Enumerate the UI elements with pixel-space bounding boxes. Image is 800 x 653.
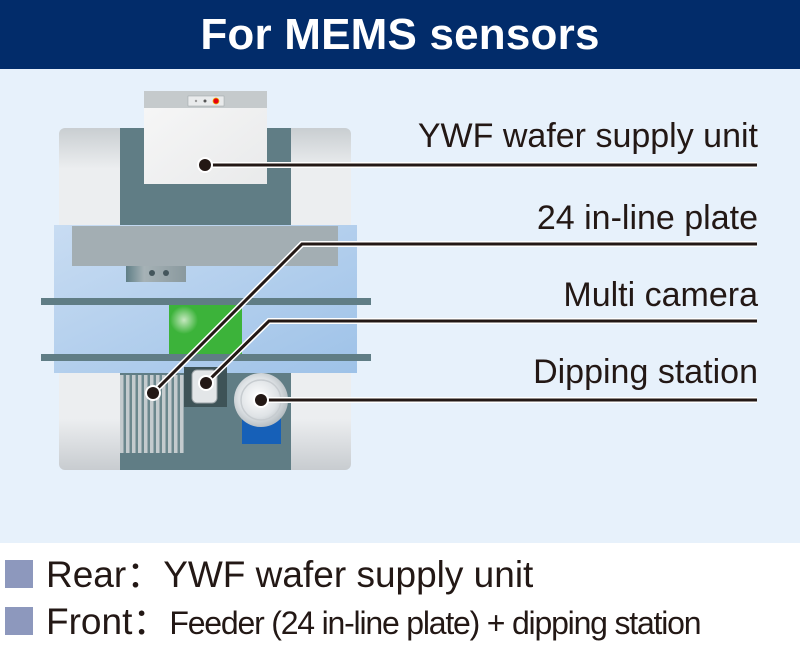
legend-square-icon (5, 560, 33, 588)
leader-line-dipping-station (253, 392, 757, 408)
leader-line-multi-camera (198, 318, 757, 391)
leader-line-wafer-supply (197, 157, 757, 173)
indicator-dot (203, 99, 207, 103)
legend-key: Rear (46, 554, 127, 595)
legend-item-rear: Rear：YWF wafer supply unit (0, 556, 800, 606)
head-dot (149, 270, 155, 276)
legend-separator: ： (126, 554, 164, 595)
gantry-beam (72, 226, 338, 266)
pcb-glow (170, 306, 198, 334)
page-title-banner: For MEMS sensors (0, 0, 800, 69)
callout-label-dipping-station: Dipping station (533, 353, 758, 391)
callout-label-multi-camera: Multi camera (563, 276, 758, 314)
head-block (126, 266, 186, 282)
legend-value: Feeder (24 in-line plate) + dipping stat… (169, 605, 701, 641)
legend-square-icon (5, 607, 33, 635)
callout-label-wafer-supply-unit: YWF wafer supply unit (417, 117, 758, 155)
page-title: For MEMS sensors (200, 10, 600, 59)
head-dot (163, 270, 169, 276)
status-lamp-icon (212, 97, 220, 105)
rail-upper (41, 298, 371, 305)
callout-label-in-line-plate: 24 in-line plate (536, 199, 758, 237)
indicator-dot (194, 99, 198, 103)
leader-line-in-line-plate (145, 241, 757, 401)
legend-item-front: Front：Feeder (24 in-line plate) + dippin… (0, 603, 800, 653)
legend-separator: ： (132, 601, 170, 642)
legend-key: Front (46, 601, 133, 642)
rail-lower (41, 354, 371, 361)
legend-value: YWF wafer supply unit (163, 554, 534, 595)
